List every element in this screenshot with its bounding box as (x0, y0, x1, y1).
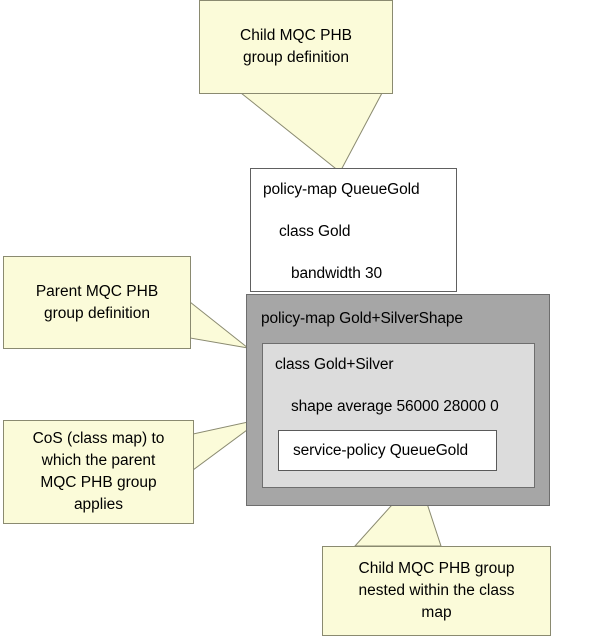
callout-child-mqc-phb-group-nested: Child MQC PHB group nested within the cl… (322, 546, 551, 636)
code-line-bandwidth-30: bandwidth 30 (291, 265, 383, 282)
parent-policy-map-box: policy-map Gold+SilverShape class Gold+S… (246, 294, 550, 506)
code-line-class-gold: class Gold (279, 223, 351, 240)
callout-tail-parent (189, 300, 249, 349)
callout-text: Child MQC PHB group nested within the cl… (358, 560, 515, 621)
callout-parent-mqc-phb-group-definition: Parent MQC PHB group definition (3, 256, 191, 349)
callout-text: Parent MQC PHB group definition (35, 282, 159, 322)
callout-tail-child-top (239, 92, 383, 173)
class-map-box: class Gold+Silver shape average 56000 28… (262, 343, 535, 488)
code-line-policy-map-queuegold: policy-map QueueGold (263, 181, 420, 198)
callout-text: CoS (class map) to which the parent MQC … (32, 430, 165, 513)
callout-text: Child MQC PHB group definition (240, 27, 352, 66)
callout-cos-class-map: CoS (class map) to which the parent MQC … (3, 420, 194, 524)
code-line-policy-map-gold-silver-shape: policy-map Gold+SilverShape (261, 310, 463, 327)
code-line-shape-average: shape average 56000 28000 0 (291, 398, 499, 415)
code-line-service-policy-queuegold: service-policy QueueGold (293, 442, 469, 459)
callout-child-mqc-phb-group-definition: Child MQC PHB group definition (199, 0, 393, 94)
code-line-class-gold-silver: class Gold+Silver (275, 356, 394, 373)
child-policy-map-box: policy-map QueueGold class Gold bandwidt… (250, 168, 457, 292)
service-policy-box: service-policy QueueGold (278, 430, 497, 471)
